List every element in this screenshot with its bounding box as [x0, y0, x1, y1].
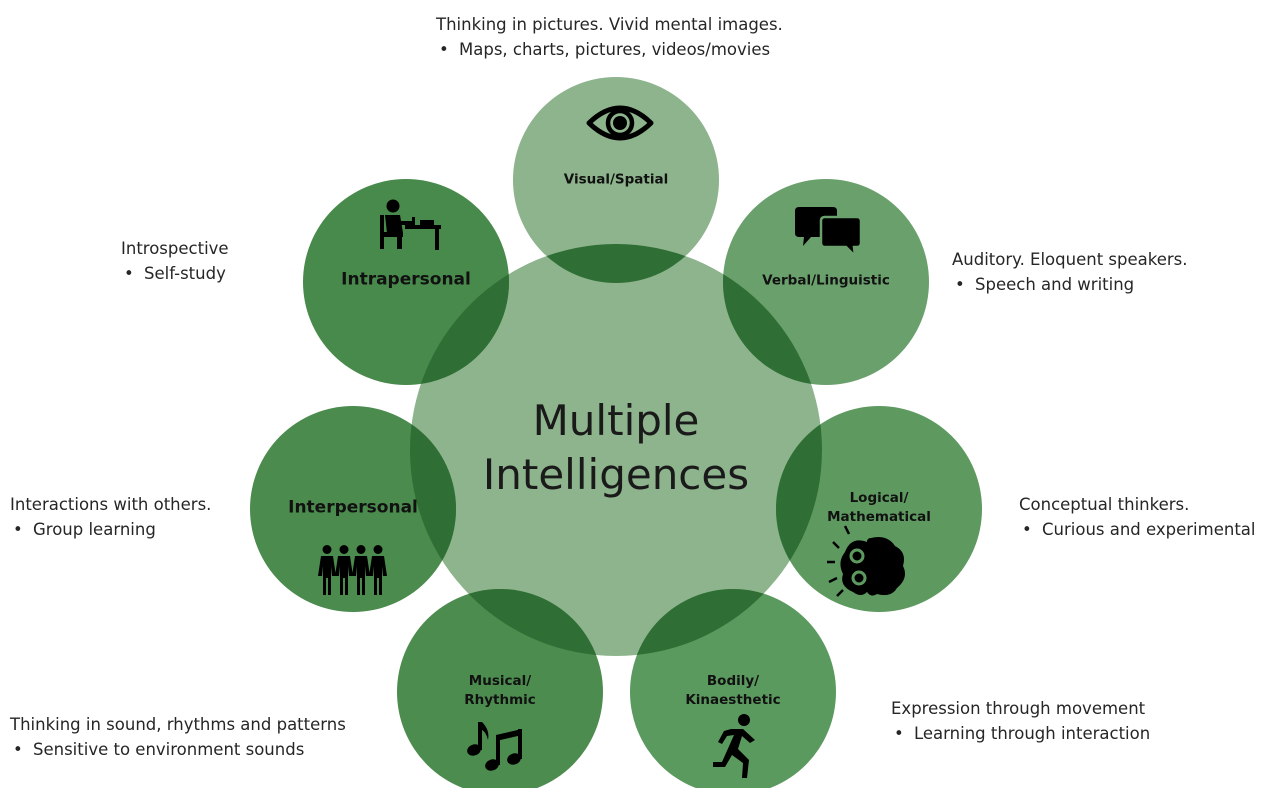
- logical-mathematical-note: Conceptual thinkers. Curious and experim…: [1019, 492, 1256, 542]
- running-person-icon: [713, 714, 755, 778]
- interpersonal-circle: [250, 406, 456, 612]
- interpersonal-note: Interactions with others. Group learning: [10, 492, 211, 542]
- note-main-text: Expression through movement: [891, 699, 1146, 718]
- bodily-kinaesthetic-label: Bodily/ Kinaesthetic: [685, 672, 780, 710]
- logical-mathematical-circle: [776, 406, 982, 612]
- note-bullet-item: Maps, charts, pictures, videos/movies: [436, 37, 783, 62]
- visual-spatial-label-text: Visual/Spatial: [563, 171, 669, 188]
- intrapersonal-note: Introspective Self-study: [121, 236, 229, 286]
- interpersonal-label: Interpersonal: [288, 497, 418, 518]
- music-notes-icon: [467, 722, 522, 771]
- group-people-icon: [318, 545, 387, 595]
- visual-spatial-note: Thinking in pictures. Vivid mental image…: [436, 12, 783, 62]
- logical-mathematical-label-line-1: Logical/: [849, 490, 909, 506]
- brain-gears-icon: [827, 525, 905, 597]
- intrapersonal-label: Intrapersonal: [341, 269, 471, 290]
- note-main-text: Thinking in sound, rhythms and patterns: [10, 715, 346, 734]
- visual-spatial-circle: [513, 77, 719, 283]
- note-bullet-item: Speech and writing: [952, 272, 1188, 297]
- interpersonal-label-text: Interpersonal: [288, 497, 418, 518]
- verbal-linguistic-label-text: Verbal/Linguistic: [762, 272, 890, 289]
- bodily-kinaesthetic-note: Expression through movement Learning thr…: [891, 696, 1150, 746]
- note-bullet-item: Sensitive to environment sounds: [10, 737, 346, 762]
- verbal-linguistic-label: Verbal/Linguistic: [762, 272, 890, 291]
- logical-mathematical-label-line-2: Mathematical: [827, 509, 931, 525]
- eye-icon: [586, 105, 654, 141]
- intrapersonal-label-text: Intrapersonal: [341, 269, 471, 290]
- note-main-text: Thinking in pictures. Vivid mental image…: [436, 15, 783, 34]
- center-title-line-1: Multiple: [532, 396, 700, 445]
- speech-bubbles-icon: [795, 207, 863, 260]
- musical-rhythmic-label: Musical/ Rhythmic: [464, 672, 536, 710]
- note-bullet-item: Learning through interaction: [891, 721, 1150, 746]
- note-main-text: Auditory. Eloquent speakers.: [952, 250, 1188, 269]
- note-bullet-item: Self-study: [121, 261, 229, 286]
- person-at-desk-icon: [380, 199, 441, 250]
- note-main-text: Introspective: [121, 239, 229, 258]
- overlap-verbal: [723, 244, 822, 385]
- note-main-text: Interactions with others.: [10, 495, 212, 514]
- note-main-text: Conceptual thinkers.: [1019, 495, 1190, 514]
- musical-rhythmic-note: Thinking in sound, rhythms and patterns …: [10, 712, 346, 762]
- note-bullet-item: Curious and experimental: [1019, 517, 1256, 542]
- note-bullet-item: Group learning: [10, 517, 211, 542]
- musical-rhythmic-label-line-2: Rhythmic: [464, 692, 536, 708]
- bodily-kinaesthetic-label-line-2: Kinaesthetic: [685, 692, 781, 708]
- logical-mathematical-label: Logical/ Mathematical: [827, 489, 931, 527]
- verbal-linguistic-note: Auditory. Eloquent speakers. Speech and …: [952, 247, 1188, 297]
- visual-spatial-label: Visual/Spatial: [564, 171, 668, 190]
- musical-rhythmic-label-line-1: Musical/: [468, 673, 532, 689]
- center-title: Multiple Intelligences: [483, 394, 749, 502]
- bodily-kinaesthetic-label-line-1: Bodily/: [706, 673, 760, 689]
- center-circle: [410, 244, 822, 656]
- center-title-line-2: Intelligences: [482, 450, 750, 499]
- overlap-intrapersonal: [410, 244, 509, 385]
